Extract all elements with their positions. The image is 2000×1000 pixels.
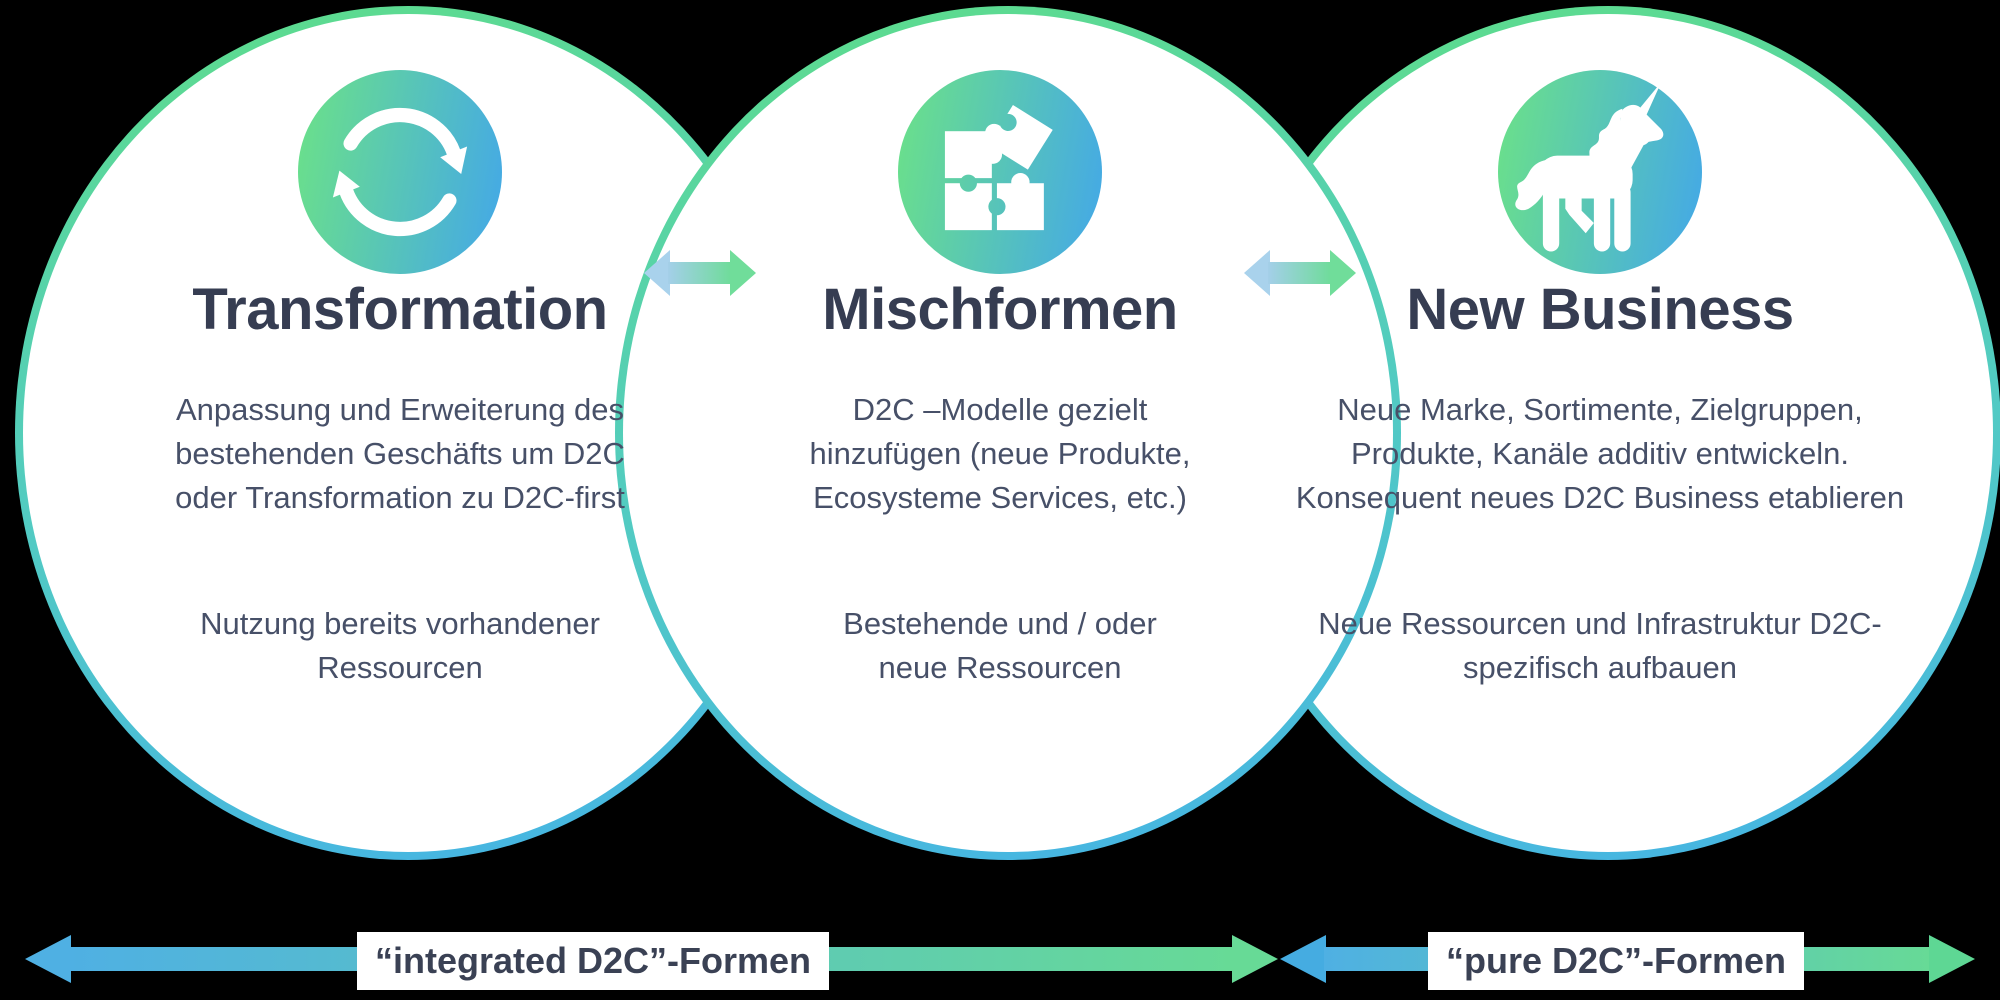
- transformation-resources: Nutzung bereits vorhandener Ressourcen: [200, 606, 600, 685]
- arrow-right-head: [1232, 935, 1278, 983]
- arrow-bar: [1268, 262, 1332, 284]
- arrow-right-head: [1929, 935, 1975, 983]
- arrow-bar: [668, 262, 732, 284]
- title-transformation: Transformation: [192, 277, 608, 342]
- arrow-left-head: [1244, 250, 1270, 296]
- transformation-description: Anpassung und Erweiterung des bestehende…: [175, 392, 625, 515]
- section-new-business: New Business Neue Marke, Sortimente, Zie…: [1260, 0, 1940, 860]
- arrow-right-head: [730, 250, 756, 296]
- puzzle-icon-badge: [898, 70, 1102, 274]
- mischformen-resources: Bestehende und / oder neue Ressourcen: [843, 606, 1157, 685]
- arrow-left-head: [25, 935, 71, 983]
- pure-d2c-label: “pure D2C”-Formen: [1428, 932, 1805, 990]
- arrow-left-head: [1280, 935, 1326, 983]
- puzzle-icon: [944, 104, 1053, 231]
- integrated-d2c-label: “integrated D2C”-Formen: [357, 932, 830, 990]
- cycle-icon: [332, 107, 468, 237]
- unicorn-icon-badge: [1498, 70, 1702, 274]
- mischformen-description: D2C –Modelle gezielt hinzufügen (neue Pr…: [809, 392, 1191, 515]
- cycle-icon-badge: [298, 70, 502, 274]
- double-arrow-icon: [1244, 250, 1356, 296]
- double-arrow-icon: [644, 250, 756, 296]
- section-transformation: Transformation Anpassung und Erweiterung…: [60, 0, 740, 860]
- new-business-description: Neue Marke, Sortimente, Zielgruppen, Pro…: [1295, 392, 1905, 515]
- new-business-resources: Neue Ressourcen und Infrastruktur D2C- s…: [1318, 606, 1882, 685]
- arrow-left-head: [644, 250, 670, 296]
- section-mischformen: Mischformen D2C –Modelle gezielt hinzufü…: [660, 0, 1340, 860]
- title-mischformen: Mischformen: [822, 277, 1178, 342]
- arrow-right-head: [1330, 250, 1356, 296]
- title-new-business: New Business: [1406, 277, 1794, 342]
- unicorn-icon: [1515, 82, 1664, 252]
